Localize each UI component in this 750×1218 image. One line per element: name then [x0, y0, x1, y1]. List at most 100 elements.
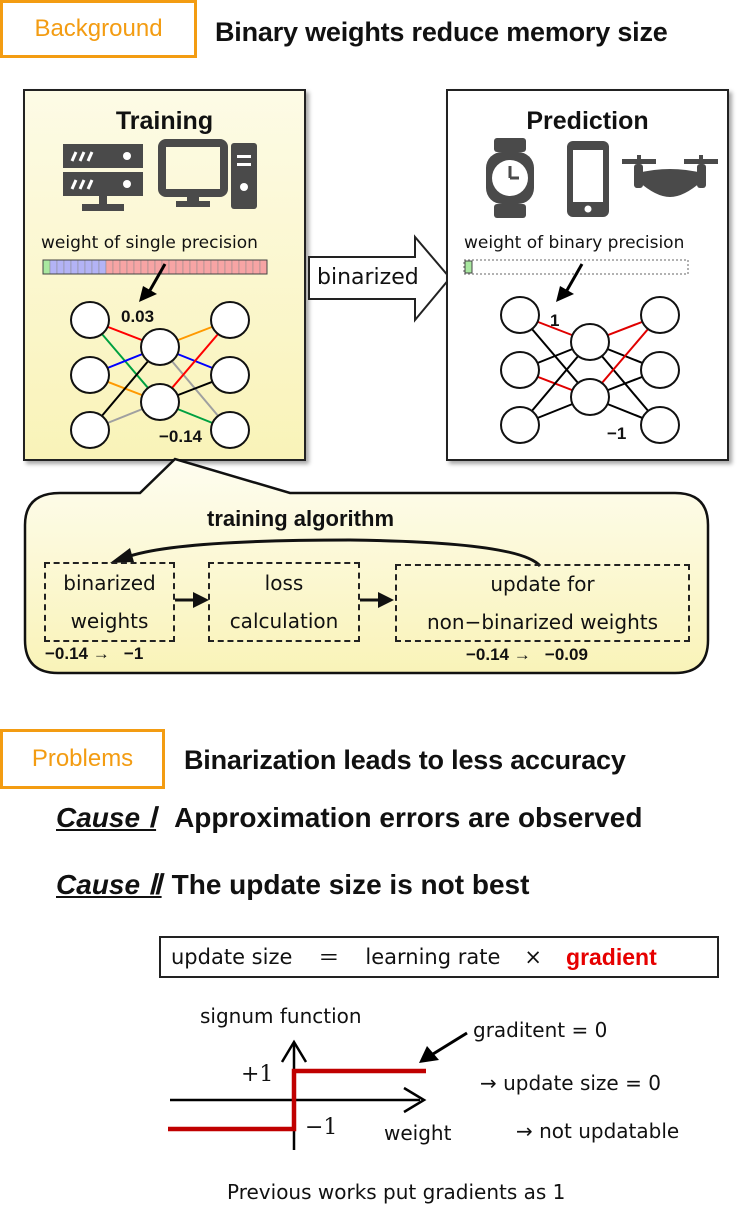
network-node — [500, 296, 540, 334]
gradient-pointer-arrow-icon — [419, 1031, 468, 1063]
prediction-title: Prediction — [526, 107, 649, 135]
training-network — [70, 301, 250, 449]
network-node — [70, 301, 110, 339]
smartphone-icon — [567, 141, 609, 217]
bit-mantissa — [189, 259, 198, 275]
training-weight-bottom: −0.14 — [159, 427, 203, 446]
prediction-weight-label: weight of binary precision — [464, 233, 685, 253]
problems-tag: Problems — [0, 729, 165, 789]
bit-exponent — [77, 259, 86, 275]
step-binarized-weights: binarized weights — [44, 562, 175, 642]
bit-mantissa — [182, 259, 191, 275]
single-precision-bar — [42, 259, 268, 275]
pointer-arrow-icon — [556, 263, 584, 302]
bit-mantissa — [245, 259, 254, 275]
x-axis-label: weight — [384, 1121, 452, 1145]
background-heading: Binary weights reduce memory size — [215, 17, 668, 47]
bit-exponent — [56, 259, 65, 275]
formula-times: × — [524, 945, 543, 969]
step-note: −0.14 → −1 — [45, 644, 144, 663]
binarized-label: binarized — [317, 265, 419, 290]
smartwatch-icon — [486, 138, 534, 218]
bit-mantissa — [112, 259, 121, 275]
bar-outline — [42, 259, 268, 275]
formula-term2: gradient — [566, 943, 657, 970]
step-line2: non−binarized weights — [426, 610, 658, 634]
bit-mantissa — [126, 259, 135, 275]
cause-text: Approximation errors are observed — [174, 802, 643, 833]
footer-note: Previous works put gradients as 1 — [227, 1180, 566, 1204]
bit-exponent — [98, 259, 107, 275]
bit-exponent — [70, 259, 79, 275]
prediction-network — [500, 296, 680, 444]
plus-one-label: +1 — [241, 1062, 274, 1087]
background-tag: Background — [0, 0, 197, 58]
binarized-arrow-icon — [308, 234, 452, 323]
cause-text: The update size is not best — [171, 869, 530, 900]
step-line1: update for — [490, 572, 595, 596]
step-line1: loss — [264, 571, 304, 595]
network-node — [70, 411, 110, 449]
desktop-computer-icon — [158, 139, 257, 209]
gradient-note: graditent = 0 — [473, 1018, 608, 1042]
bit-exponent — [63, 259, 72, 275]
cause-2: Cause Ⅱ The update size is not best — [56, 868, 529, 901]
network-node — [640, 296, 680, 334]
minus-one-label: −1 — [305, 1115, 338, 1140]
formula-lhs: update size — [171, 945, 293, 969]
bit-exponent — [91, 259, 100, 275]
network-node — [500, 406, 540, 444]
bit-exponent — [84, 259, 93, 275]
bit-mantissa — [105, 259, 114, 275]
cause-1: Cause Ⅰ Approximation errors are observed — [56, 801, 642, 834]
flow-arrow-icon — [360, 592, 394, 608]
bit-mantissa — [238, 259, 247, 275]
network-node — [210, 411, 250, 449]
update-size-formula: update size ＝ learning rate × gradient — [159, 936, 719, 978]
bit-mantissa — [119, 259, 128, 275]
step-line2: calculation — [229, 609, 339, 633]
network-node — [210, 301, 250, 339]
network-node — [500, 351, 540, 389]
step-line1: binarized — [63, 571, 156, 595]
network-node — [570, 378, 610, 416]
step-loss-calculation: loss calculation — [208, 562, 360, 642]
network-node — [640, 406, 680, 444]
signum-step-line — [168, 1068, 426, 1132]
signum-plot — [168, 1039, 427, 1150]
training-weight-top: 0.03 — [121, 307, 155, 326]
bit-mantissa — [175, 259, 184, 275]
drone-icon — [622, 155, 718, 197]
network-node — [70, 356, 110, 394]
step-line2: weights — [70, 609, 149, 633]
training-weight-label: weight of single precision — [41, 233, 258, 253]
algorithm-title: training algorithm — [207, 506, 394, 531]
pointer-arrow-icon — [139, 263, 167, 302]
cause-label: Cause Ⅱ — [56, 869, 162, 900]
bit-sign — [42, 259, 51, 275]
server-icon — [63, 144, 143, 211]
bit-mantissa — [231, 259, 240, 275]
signum-title: signum function — [200, 1004, 362, 1028]
formula-eq: ＝ — [318, 946, 340, 970]
update-size-note: → update size = 0 — [480, 1071, 661, 1095]
bit-mantissa — [210, 259, 219, 275]
bit-mantissa — [203, 259, 212, 275]
bit-mantissa — [224, 259, 233, 275]
network-node — [140, 328, 180, 366]
prediction-weight-top: 1 — [550, 311, 560, 330]
bit-mantissa — [217, 259, 226, 275]
prediction-weight-bottom: −1 — [607, 424, 627, 443]
loop-arrow-icon — [110, 538, 542, 568]
network-node — [570, 323, 610, 361]
bit-sign — [464, 260, 473, 274]
algorithm-callout — [23, 457, 710, 675]
bit-mantissa — [196, 259, 205, 275]
network-node — [140, 383, 180, 421]
step-note: −0.14 → −0.09 — [466, 645, 588, 664]
network-node — [640, 351, 680, 389]
bit-mantissa — [252, 259, 261, 275]
cause-label: Cause Ⅰ — [56, 802, 157, 833]
flow-arrow-icon — [175, 592, 209, 608]
step-update-weights: update for non−binarized weights — [395, 564, 690, 642]
